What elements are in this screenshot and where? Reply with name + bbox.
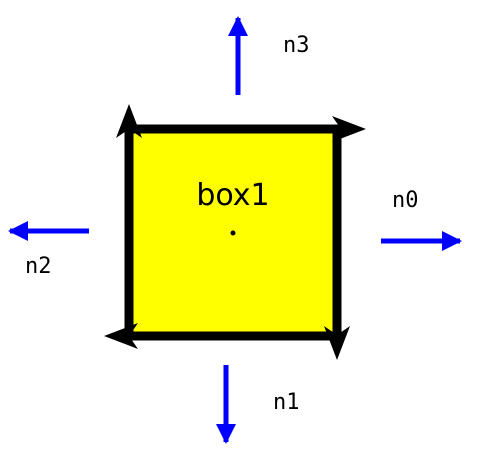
box-label: box1 <box>196 178 269 213</box>
normal-label-n3: n3 <box>283 33 310 58</box>
normal-label-n0: n0 <box>392 188 419 213</box>
normal-label-n2: n2 <box>25 254 52 279</box>
box-rect <box>124 124 342 341</box>
normal-label-n1: n1 <box>273 390 300 415</box>
edge-arrowhead-bottom-right <box>324 326 350 360</box>
box-center-dot <box>230 230 236 236</box>
edge-arrowhead-top-left <box>116 104 142 138</box>
edge-arrowhead-top-right <box>332 116 366 142</box>
edge-arrowhead-bottom-left <box>104 323 138 349</box>
